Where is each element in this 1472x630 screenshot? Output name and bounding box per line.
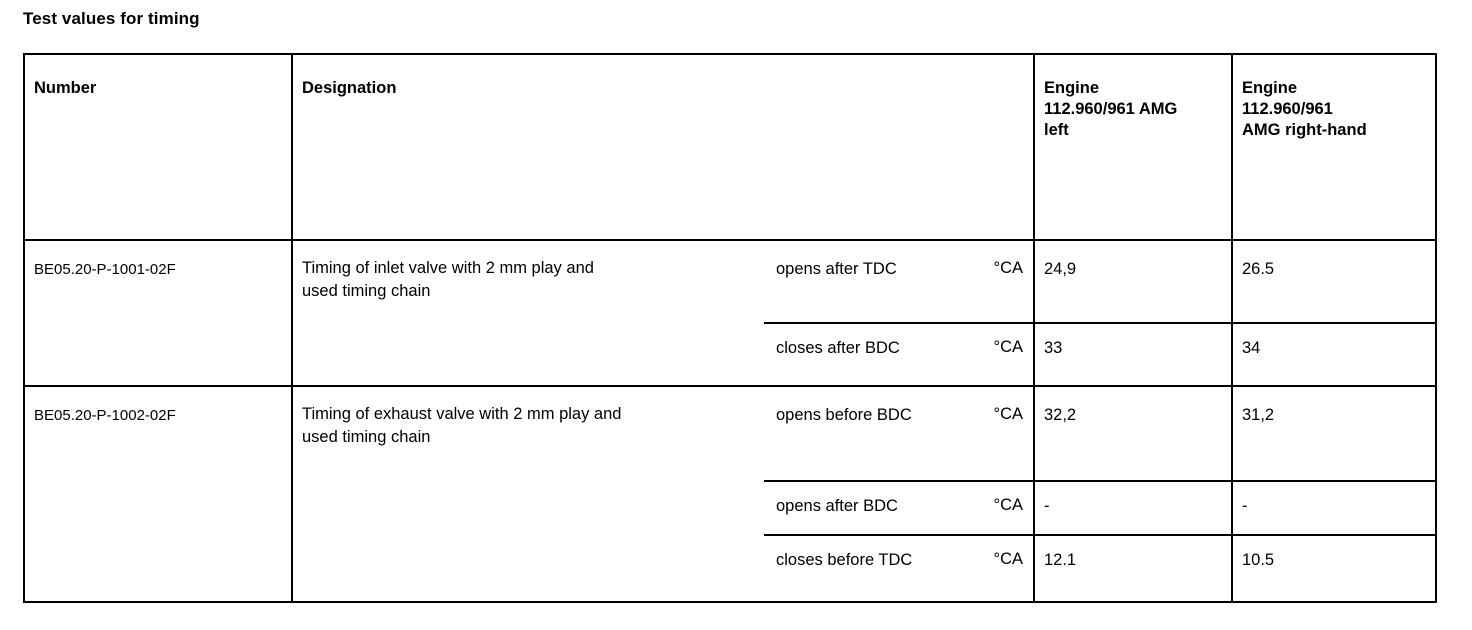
subrow-unit-text: °CA — [993, 405, 1023, 423]
cell-value-engine-right: 34 — [1242, 339, 1261, 357]
table-row-subrow-label: opens before BDC — [767, 396, 977, 426]
row-designation-line1: Timing of inlet valve with 2 mm play and — [302, 259, 594, 277]
group-divider — [23, 385, 1437, 387]
page-title: Test values for timing — [23, 9, 200, 28]
test-values-table: Number Designation Engine 112.960/961 AM… — [23, 53, 1437, 603]
subrow-unit: °CA — [963, 405, 1023, 424]
column-header-engine-right-line1: Engine — [1242, 79, 1298, 97]
header-bottom-divider — [23, 239, 1437, 241]
row-number-value: BE05.20-P-1001-02F — [34, 261, 176, 278]
cell-value-engine-left: 24,9 — [1044, 260, 1077, 278]
subrow-unit-text: °CA — [993, 550, 1023, 568]
table-cell-engine-right: - — [1233, 487, 1437, 517]
row-number-value: BE05.20-P-1002-02F — [34, 407, 176, 424]
table-row-number: BE05.20-P-1002-02F — [25, 396, 291, 426]
table-cell-engine-left: - — [1035, 487, 1231, 517]
cell-value-engine-right: 26.5 — [1242, 260, 1275, 278]
subrow-divider-g2-r1 — [764, 480, 1435, 482]
subrow-unit-text: °CA — [993, 338, 1023, 356]
cell-value-engine-right: - — [1242, 497, 1248, 515]
column-header-designation: Designation — [293, 69, 1033, 99]
column-divider-engine-left-engine-right — [1231, 53, 1233, 603]
table-row-subrow-label: closes before TDC — [767, 541, 977, 571]
table-row-subrow-label: opens after BDC — [767, 487, 977, 517]
table-row-subrow-label: opens after TDC — [767, 250, 967, 280]
subrow-unit: °CA — [963, 338, 1023, 357]
column-header-engine-left: Engine 112.960/961 AMG left — [1035, 69, 1231, 141]
column-header-number: Number — [25, 69, 291, 99]
column-header-engine-left-line3: left — [1044, 121, 1069, 139]
subrow-unit-text: °CA — [993, 259, 1023, 277]
subrow-unit-text: °CA — [993, 496, 1023, 514]
column-header-engine-right: Engine 112.960/961 AMG right-hand — [1233, 69, 1437, 141]
column-header-engine-left-line2: 112.960/961 AMG — [1044, 100, 1178, 118]
table-cell-engine-right: 34 — [1233, 329, 1437, 359]
subrow-unit: °CA — [963, 550, 1023, 569]
table-cell-engine-right: 31,2 — [1233, 396, 1437, 426]
subrow-divider-g1-r1 — [764, 322, 1435, 324]
subrow-divider-g2-r2 — [764, 534, 1435, 536]
column-header-engine-right-line3: AMG right-hand — [1242, 121, 1367, 139]
subrow-label-text: opens after BDC — [776, 497, 898, 515]
table-row-subrow-label: closes after BDC — [767, 329, 967, 359]
column-header-engine-right-line2: 112.960/961 — [1242, 100, 1333, 118]
subrow-label-text: closes before TDC — [776, 551, 913, 569]
row-designation-line2: used timing chain — [302, 428, 431, 446]
table-cell-engine-left: 32,2 — [1035, 396, 1231, 426]
table-cell-engine-left: 33 — [1035, 329, 1231, 359]
table-row-designation: Timing of inlet valve with 2 mm play and… — [293, 248, 763, 303]
table-row-number: BE05.20-P-1001-02F — [25, 250, 291, 280]
column-divider-designation-engine-left — [1033, 53, 1035, 603]
column-header-number-label: Number — [34, 79, 97, 97]
table-row-designation: Timing of exhaust valve with 2 mm play a… — [293, 394, 763, 449]
cell-value-engine-right: 31,2 — [1242, 406, 1275, 424]
subrow-label-text: closes after BDC — [776, 339, 900, 357]
subrow-label-text: opens before BDC — [776, 406, 912, 424]
table-cell-engine-right: 26.5 — [1233, 250, 1437, 280]
subrow-unit: °CA — [963, 259, 1023, 278]
cell-value-engine-left: 33 — [1044, 339, 1063, 357]
cell-value-engine-right: 10.5 — [1242, 551, 1275, 569]
column-header-engine-left-line1: Engine — [1044, 79, 1100, 97]
row-designation-line1: Timing of exhaust valve with 2 mm play a… — [302, 405, 622, 423]
subrow-label-text: opens after TDC — [776, 260, 897, 278]
table-cell-engine-left: 12.1 — [1035, 541, 1231, 571]
column-header-designation-label: Designation — [302, 79, 397, 97]
subrow-unit: °CA — [963, 496, 1023, 515]
table-cell-engine-left: 24,9 — [1035, 250, 1231, 280]
table-cell-engine-right: 10.5 — [1233, 541, 1437, 571]
column-divider-number-designation — [291, 53, 293, 603]
cell-value-engine-left: - — [1044, 497, 1050, 515]
row-designation-line2: used timing chain — [302, 282, 431, 300]
cell-value-engine-left: 12.1 — [1044, 551, 1077, 569]
cell-value-engine-left: 32,2 — [1044, 406, 1077, 424]
